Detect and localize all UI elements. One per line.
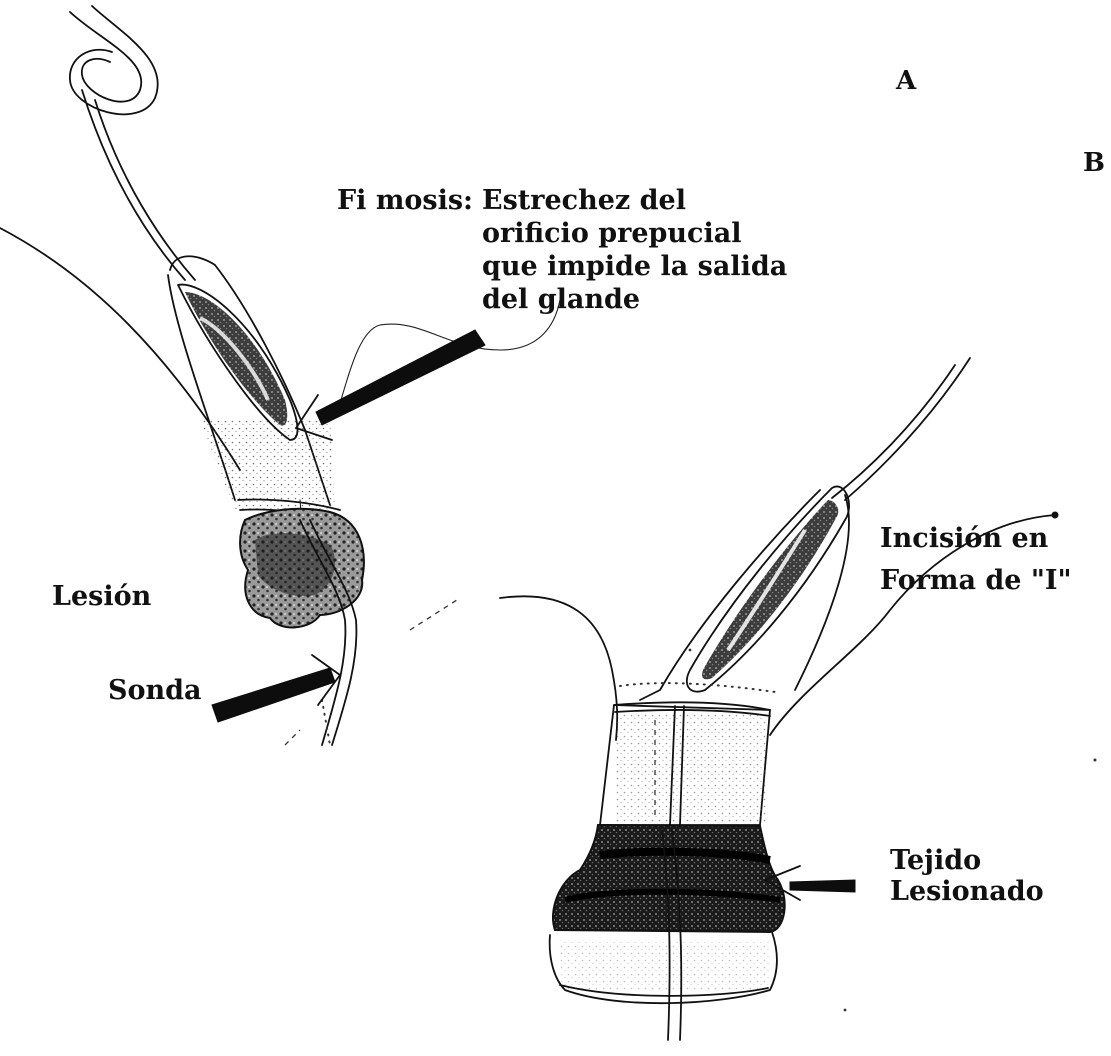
panel-label-b: B: [1083, 148, 1105, 178]
fimosis-definition-line-1: Estrechez del: [482, 186, 686, 216]
figure-b: [500, 358, 1097, 1040]
figure-a: [0, 6, 560, 745]
incision-label-line-1: Incisión en: [880, 524, 1048, 554]
sonda-label: Sonda: [108, 676, 202, 706]
panel-label-a: A: [896, 66, 916, 96]
incision-label-line-2: Forma de "I": [880, 566, 1072, 596]
fimosis-definition-line-4: del glande: [482, 285, 640, 315]
fimosis-definition-line-2: orificio prepucial: [482, 219, 741, 249]
tejido-label-line-2: Lesionado: [890, 877, 1044, 907]
fimosis-term-label: Fi mosis:: [337, 186, 473, 216]
tejido-label-line-1: Tejido: [890, 846, 981, 876]
lesion-label: Lesión: [52, 582, 151, 612]
fimosis-definition-line-3: que impide la salida: [482, 252, 787, 282]
